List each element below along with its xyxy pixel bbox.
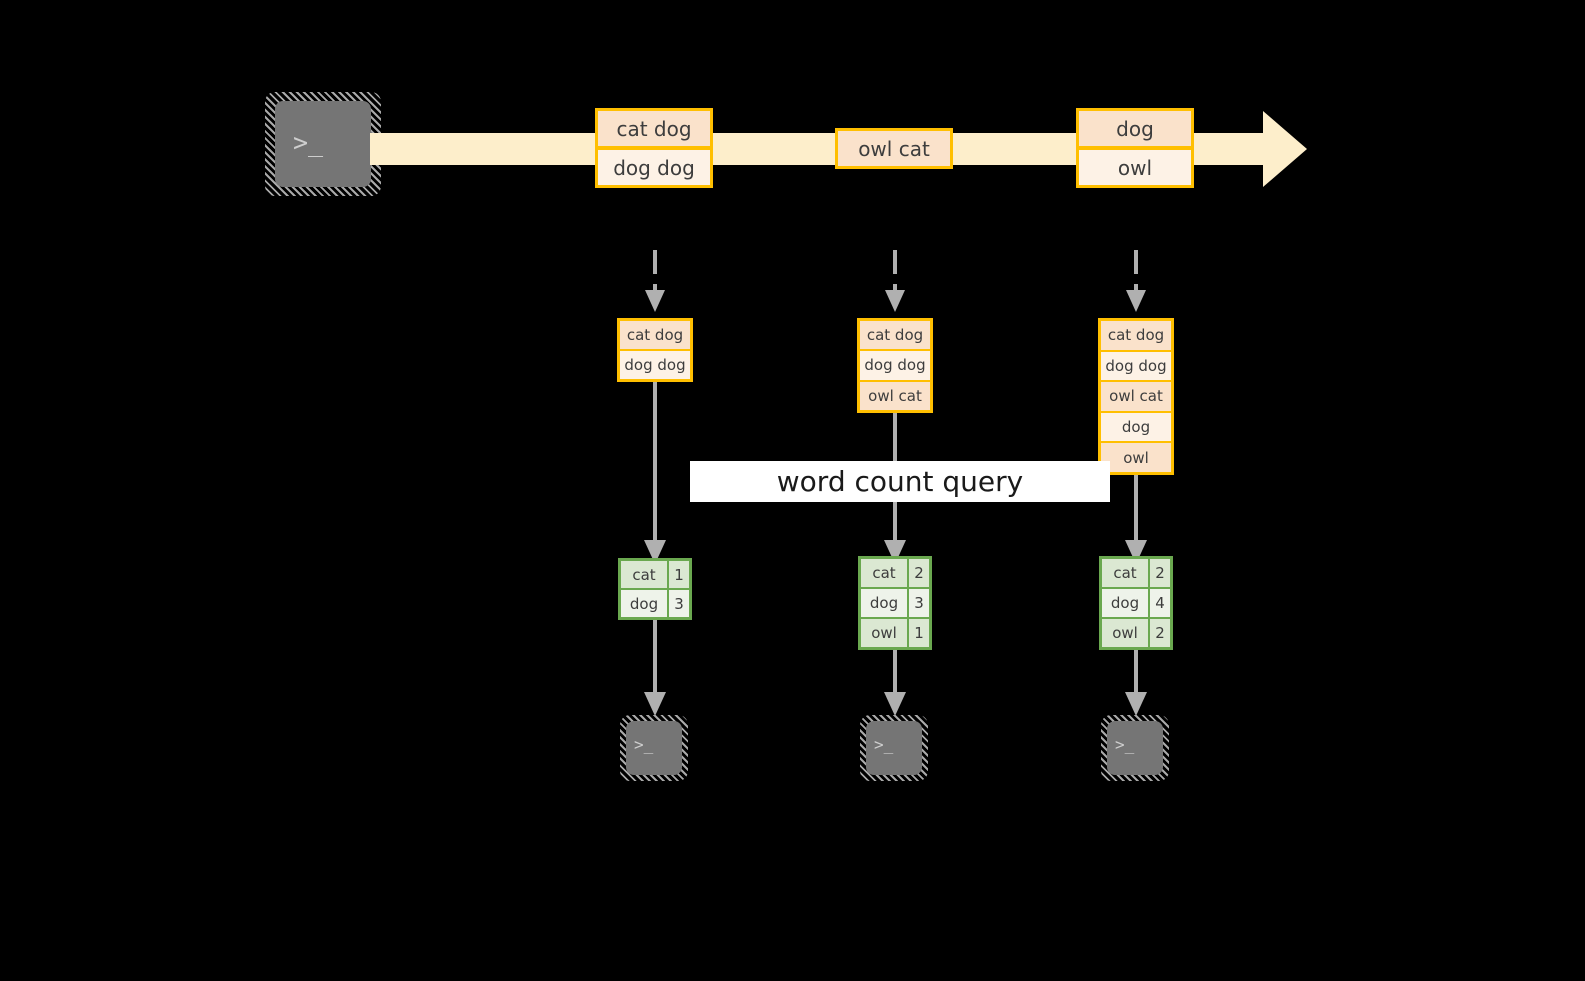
stream-event-owl: owl [1076,147,1194,188]
stream-event-text: dog [1116,116,1154,141]
result-count: 4 [1150,589,1170,617]
input-state-stack-2: cat dog dog dog owl cat [857,318,933,413]
terminal-body [626,721,682,775]
stream-event-text: dog dog [613,155,695,180]
terminal-prompt-glyph: >_ [293,128,324,157]
word-count-result-table-1: cat 1 dog 3 [618,558,692,620]
table-row: dog 3 [861,589,929,619]
result-count: 2 [909,559,929,587]
query-arrow-1 [644,382,666,564]
stream-event-dog: dog [1076,108,1194,149]
result-word: dog [1102,589,1150,617]
state-row-text: dog [1121,418,1151,437]
table-row: owl 2 [1102,619,1170,647]
result-count: 1 [669,561,689,588]
result-word: cat [1102,559,1150,587]
sink-terminal-icon-3: >_ [1101,715,1169,781]
stream-event-text: cat dog [616,116,692,141]
stream-event-owl-cat: owl cat [835,128,953,169]
result-word: owl [861,619,909,647]
state-row-text: dog dog [624,356,686,374]
sink-terminal-icon-1: >_ [620,715,688,781]
query-banner: word count query [690,461,1110,502]
result-count: 2 [1150,619,1170,647]
stream-event-text: owl [1117,155,1153,180]
result-count: 3 [669,590,689,617]
table-row: dog 4 [1102,589,1170,619]
table-row: cat 1 [621,561,689,590]
query-banner-label: word count query [776,465,1024,498]
input-state-stack-3: cat dog dog dog owl cat dog owl [1098,318,1174,475]
state-row-text: cat dog [1107,326,1165,345]
state-row-text: owl [1123,448,1149,467]
table-row: owl 1 [861,619,929,647]
stream-event-text: owl cat [858,136,930,161]
result-word: cat [861,559,909,587]
table-row: cat 2 [861,559,929,589]
result-word: dog [861,589,909,617]
result-word: dog [621,590,669,617]
table-row: dog 3 [621,590,689,617]
state-row: dog dog [860,351,930,382]
sink-terminal-icon-2: >_ [860,715,928,781]
state-row: dog dog [620,351,690,379]
state-row-text: dog dog [1105,356,1167,375]
result-word: cat [621,561,669,588]
input-state-stack-1: cat dog dog dog [617,318,693,382]
stream-event-dog-dog: dog dog [595,147,713,188]
state-row: dog [1101,412,1171,444]
terminal-body [866,721,922,775]
table-row: cat 2 [1102,559,1170,589]
state-row-text: cat dog [626,326,684,344]
state-row-text: cat dog [866,326,924,345]
word-count-result-table-3: cat 2 dog 4 owl 2 [1099,556,1173,650]
result-count: 1 [909,619,929,647]
trigger-arrow-1 [645,250,665,312]
state-row-text: owl cat [1109,387,1163,406]
state-row: cat dog [1101,321,1171,352]
terminal-body [275,101,371,187]
sink-arrow-3 [1125,650,1147,716]
trigger-arrow-3 [1126,250,1146,312]
terminal-prompt-glyph: >_ [1115,735,1135,754]
stream-timeline-arrowhead [1263,111,1307,187]
result-word: owl [1102,619,1150,647]
trigger-arrow-2 [885,250,905,312]
state-row: owl cat [1101,382,1171,413]
state-row: owl cat [860,381,930,410]
query-arrow-3 [1125,475,1147,564]
word-count-result-table-2: cat 2 dog 3 owl 1 [858,556,932,650]
source-terminal-icon: >_ [265,92,381,196]
stream-event-cat-dog: cat dog [595,108,713,149]
state-row: cat dog [620,321,690,351]
state-row: cat dog [860,321,930,352]
sink-arrow-2 [884,650,906,716]
terminal-prompt-glyph: >_ [874,735,894,754]
state-row-text: dog dog [864,356,926,375]
result-count: 2 [1150,559,1170,587]
terminal-body [1107,721,1163,775]
state-row: owl [1101,443,1171,472]
sink-arrow-1 [644,620,666,716]
state-row-text: owl cat [868,386,922,405]
result-count: 3 [909,589,929,617]
terminal-prompt-glyph: >_ [634,735,654,754]
state-row: dog dog [1101,351,1171,383]
